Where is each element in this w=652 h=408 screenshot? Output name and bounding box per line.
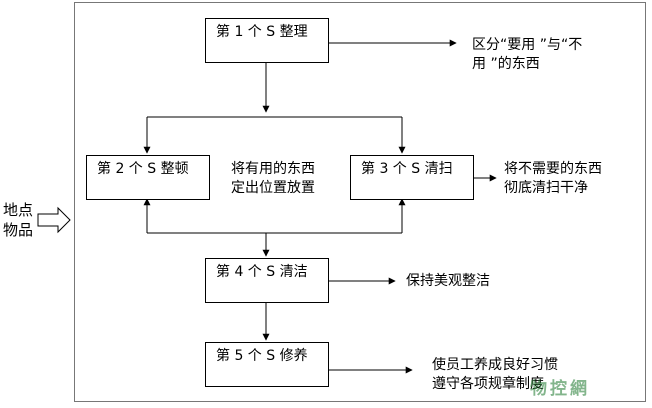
step3-note-line1: 将不需要的东西 xyxy=(504,161,602,177)
step1-note-line2: 用 ”的东西 xyxy=(472,56,540,72)
input-label-line1: 地点 xyxy=(3,201,34,219)
step3-note: 将不需要的东西 彻底清扫干净 xyxy=(504,160,602,198)
step4-label: 第 4 个 S 清洁 xyxy=(216,264,308,280)
input-label-line2: 物品 xyxy=(3,221,34,239)
step3-note-line2: 彻底清扫干净 xyxy=(504,180,588,196)
step2-note-line1: 将有用的东西 xyxy=(231,161,315,177)
input-label: 地点 物品 xyxy=(3,200,33,240)
input-arrow-icon xyxy=(37,206,71,234)
step5-note-line1: 使员工养成良好习惯 xyxy=(432,357,558,373)
step1-box: 第 1 个 S 整理 xyxy=(205,18,329,63)
step4-box: 第 4 个 S 清洁 xyxy=(205,258,329,303)
step4-note-line1: 保持美观整洁 xyxy=(406,273,490,289)
step5-note-line2: 遵守各项规章制度 xyxy=(432,376,544,392)
step5-box: 第 5 个 S 修养 xyxy=(205,342,329,387)
step2-label: 第 2 个 S 整顿 xyxy=(97,161,189,177)
step2-note-line2: 定出位置放置 xyxy=(231,180,315,196)
step2-box: 第 2 个 S 整顿 xyxy=(86,155,210,200)
step1-note-line1: 区分“要用 ”与“不 xyxy=(472,37,583,53)
watermark: 物控網 xyxy=(530,379,590,399)
step2-note: 将有用的东西 定出位置放置 xyxy=(231,160,315,198)
step5-label: 第 5 个 S 修养 xyxy=(216,348,308,364)
step3-box: 第 3 个 S 清扫 xyxy=(350,155,474,200)
step1-note: 区分“要用 ”与“不 用 ”的东西 xyxy=(472,36,582,74)
step4-note: 保持美观整洁 xyxy=(406,272,490,291)
step1-label: 第 1 个 S 整理 xyxy=(216,24,308,40)
step3-label: 第 3 个 S 清扫 xyxy=(361,161,453,177)
step5-note: 使员工养成良好习惯 遵守各项规章制度 xyxy=(432,356,558,394)
diagram-frame xyxy=(74,2,646,402)
